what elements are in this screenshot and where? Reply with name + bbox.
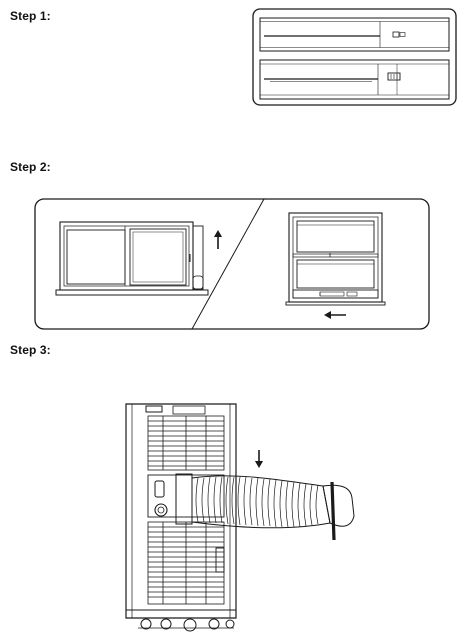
step-2-label: Step 2:	[10, 160, 51, 174]
slider-panel-bottom	[259, 59, 450, 100]
step-1-label: Step 1:	[10, 9, 51, 23]
lower-grille	[147, 521, 225, 605]
step2-divider	[191, 198, 265, 330]
slider-panel-top	[259, 17, 450, 52]
arrow-left-icon	[324, 311, 346, 319]
portable-ac-unit-icon	[125, 403, 237, 632]
hung-window-icon	[285, 212, 386, 306]
portable-ac-unit-figure	[125, 403, 355, 632]
upper-grille	[147, 415, 225, 471]
exhaust-hose-icon	[175, 473, 355, 541]
window-adapter-bar	[330, 481, 336, 541]
arrow-up-icon	[214, 230, 222, 249]
step2-frame	[34, 198, 430, 330]
sliding-window-icon	[55, 221, 209, 296]
window-slider-kit-figure	[252, 8, 457, 106]
step-3-label: Step 3:	[10, 343, 51, 357]
caster-wheels	[138, 618, 235, 632]
arrow-down-icon	[255, 450, 263, 468]
step1-frame	[252, 8, 457, 106]
window-installation-figure	[34, 198, 430, 330]
